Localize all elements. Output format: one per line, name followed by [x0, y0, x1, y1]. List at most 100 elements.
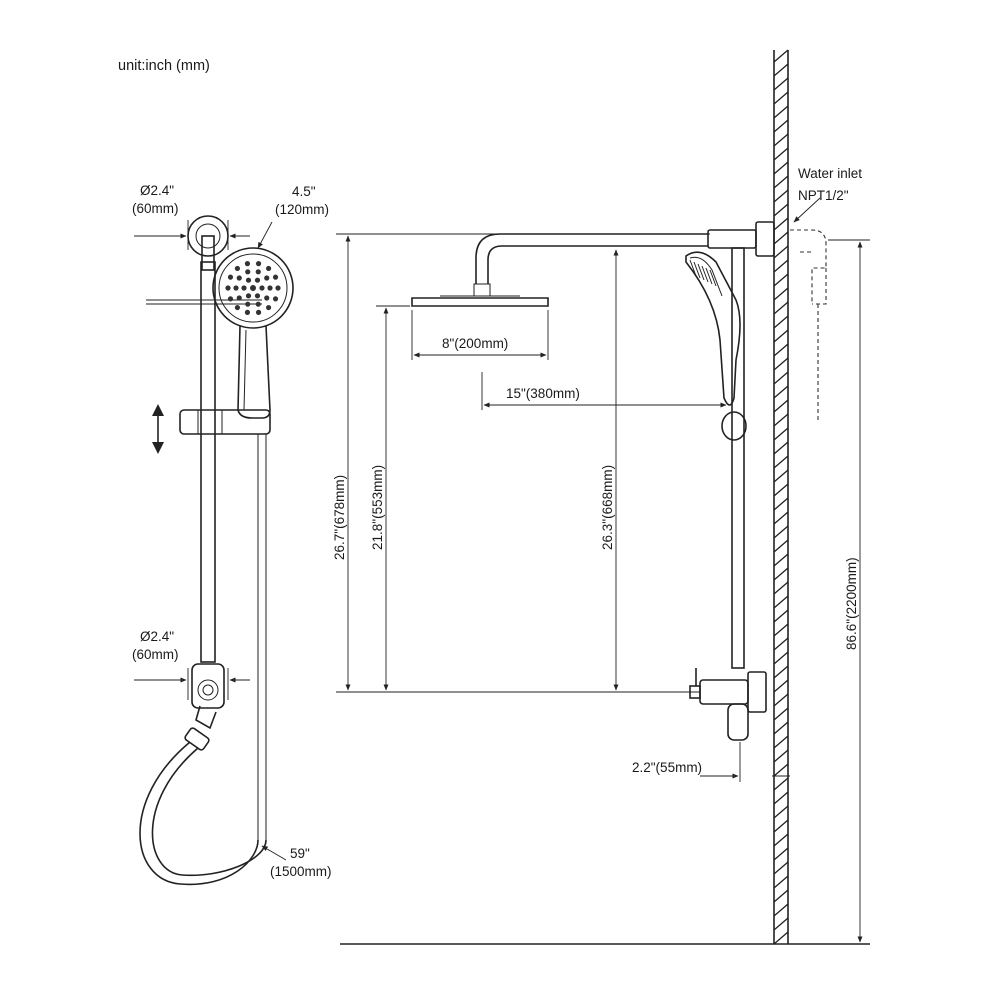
side-nozzle-line — [705, 267, 713, 285]
wall-hatch-line — [773, 147, 789, 161]
wall-hatch-line — [773, 189, 789, 203]
nozzle — [227, 274, 234, 280]
wall-hatch — [773, 49, 789, 945]
wall-hatch-line — [773, 595, 789, 609]
wall-hatch-line — [773, 413, 789, 427]
wall-hatch-line — [773, 511, 789, 525]
top-bracket-dim-2: (60mm) — [132, 201, 179, 216]
nozzle — [236, 275, 242, 281]
wall-hatch-line — [773, 805, 789, 819]
wall-flange — [755, 221, 775, 257]
nozzle — [255, 261, 262, 267]
top-bracket-dim-1: Ø2.4" — [140, 183, 174, 198]
nozzle — [245, 293, 252, 299]
wall-hatch-line — [773, 175, 789, 189]
side-holder — [721, 411, 747, 441]
nozzle — [267, 285, 273, 291]
wall-hatch-line — [773, 791, 789, 805]
wall-hatch-line — [773, 861, 789, 875]
nozzle — [234, 304, 241, 311]
wall-hatch-line — [773, 63, 789, 77]
nozzle — [255, 269, 261, 275]
diverter-offset-dim: 2.2"(55mm) — [632, 760, 702, 775]
nozzle — [264, 295, 270, 301]
wall-hatch-line — [773, 231, 789, 245]
wall-hatch-line — [773, 707, 789, 721]
side-view: Water inlet NPT1/2" 8"(200mm) 15"(380mm) — [332, 49, 870, 945]
side-nozzle-line — [693, 261, 701, 279]
hand-shower-nozzles — [225, 261, 281, 315]
arm-reach-dim: 15"(380mm) — [506, 386, 580, 401]
wall-hatch-line — [773, 49, 789, 63]
side-nozzle-line — [701, 265, 709, 283]
wall-hatch-line — [773, 889, 789, 903]
nozzle — [236, 295, 242, 301]
wall-hatch-line — [773, 497, 789, 511]
wall-hatch-line — [773, 539, 789, 553]
nozzle — [275, 285, 281, 291]
slide-bar — [200, 261, 216, 663]
wall-hatch-line — [773, 833, 789, 847]
wall-hatch-line — [773, 777, 789, 791]
nozzle — [255, 309, 262, 315]
side-nozzle-line — [709, 269, 717, 287]
wall-hatch-line — [773, 665, 789, 679]
nozzle — [245, 269, 251, 275]
adjust-arrow-icon — [152, 404, 164, 454]
wall-hatch-line — [773, 161, 789, 175]
nozzle — [259, 285, 265, 291]
wall-hatch-line — [773, 77, 789, 91]
wall-hatch-line — [773, 819, 789, 833]
water-inlet-spec: NPT1/2" — [798, 188, 849, 203]
wall-hatch-line — [773, 693, 789, 707]
wall-hatch-line — [773, 483, 789, 497]
nozzle — [250, 285, 256, 291]
wall-hatch-line — [773, 427, 789, 441]
wall-hatch-line — [773, 553, 789, 567]
nozzle — [225, 285, 231, 291]
wall-hatch-line — [773, 525, 789, 539]
height-to-arm-dim: 26.7"(678mm) — [332, 475, 347, 560]
hand-shower-handle — [237, 325, 271, 419]
diverter-body — [191, 663, 225, 709]
wall-hatch-line — [773, 735, 789, 749]
wall-hatch-line — [773, 763, 789, 777]
wall-hatch-line — [773, 399, 789, 413]
wall-hatch-line — [773, 287, 789, 301]
side-hand-shower — [685, 251, 741, 406]
nozzle — [265, 304, 272, 311]
inlet-pipe — [790, 229, 827, 305]
wall-hatch-line — [773, 343, 789, 357]
wall-hatch-line — [773, 133, 789, 147]
nozzle — [244, 261, 251, 267]
wall-hatch-line — [773, 91, 789, 105]
nozzle — [264, 275, 270, 281]
wall-hatch-line — [773, 651, 789, 665]
hand-shower-face — [212, 247, 294, 329]
slider-holder — [179, 409, 271, 435]
wall-hatch-line — [773, 721, 789, 735]
wall-hatch-line — [773, 259, 789, 273]
wall-hatch-line — [773, 623, 789, 637]
wall-hatch-line — [773, 609, 789, 623]
wall-hatch-line — [773, 875, 789, 889]
wall-hatch-line — [773, 329, 789, 343]
nozzle — [245, 277, 252, 283]
wall-hatch-line — [773, 469, 789, 483]
nozzle — [241, 285, 247, 291]
nozzle — [272, 274, 279, 280]
wall-hatch-line — [773, 441, 789, 455]
wall-hatch-line — [773, 217, 789, 231]
wall-hatch-line — [773, 301, 789, 315]
nozzle — [227, 296, 234, 302]
wall-hatch-line — [773, 105, 789, 119]
water-inlet-label: Water inlet — [798, 166, 862, 181]
nozzle — [233, 285, 239, 291]
side-nozzle-line — [689, 259, 697, 277]
wall-hatch-line — [773, 917, 789, 931]
hand-shower-dim-1: 4.5" — [292, 184, 316, 199]
hand-shower-dim-2: (120mm) — [275, 202, 329, 217]
nozzle — [265, 265, 272, 272]
height-to-bar-top-dim: 26.3"(668mm) — [600, 465, 615, 550]
